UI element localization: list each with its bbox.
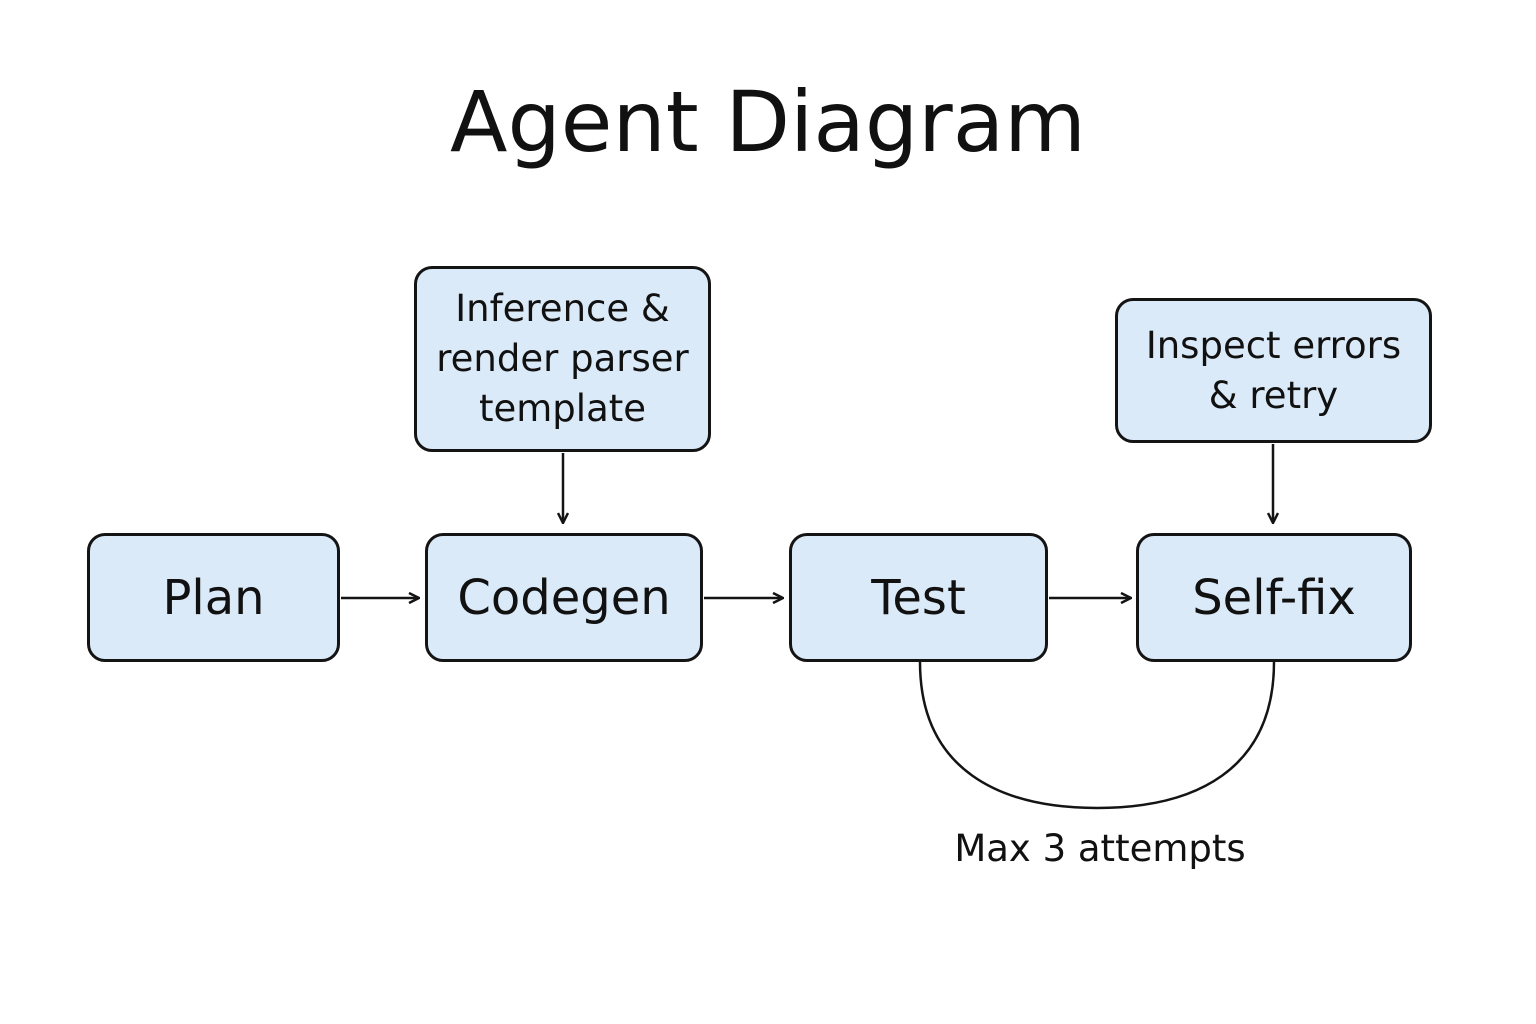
selffix-label: Self-fix [1192, 569, 1356, 626]
inference-render-label: Inference & render parser template [436, 287, 689, 430]
inspect-errors-node: Inspect errors & retry [1115, 298, 1432, 443]
loop-caption: Max 3 attempts [954, 827, 1246, 870]
codegen-node: Codegen [425, 533, 703, 662]
test-node: Test [789, 533, 1048, 662]
codegen-label: Codegen [457, 569, 671, 626]
plan-node: Plan [87, 533, 340, 662]
plan-label: Plan [162, 569, 265, 626]
selffix-node: Self-fix [1136, 533, 1412, 662]
inference-render-node: Inference & render parser template [414, 266, 711, 452]
diagram-title: Agent Diagram [450, 73, 1086, 171]
inspect-errors-label: Inspect errors & retry [1145, 323, 1402, 417]
retry-loop-arc [918, 661, 1276, 810]
test-label: Test [871, 569, 966, 626]
